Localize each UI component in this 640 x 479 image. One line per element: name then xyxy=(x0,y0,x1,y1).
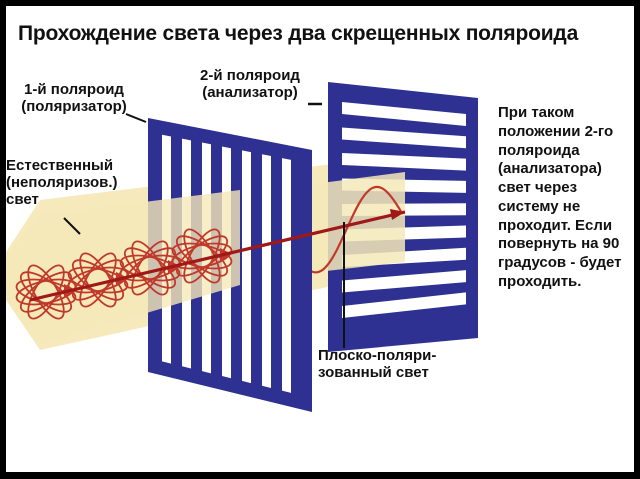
label-line: 1-й поляроид xyxy=(24,81,124,98)
explanation-note: При таком положении 2-го поляроида (анал… xyxy=(498,104,632,292)
polarizer-slit xyxy=(262,154,271,388)
analyzer-slit xyxy=(342,127,466,149)
analyzer-slit xyxy=(342,102,466,126)
label-line: (неполяризов.) xyxy=(6,173,118,191)
label-line: зованный свет xyxy=(318,363,429,381)
label-line: 2-й поляроид xyxy=(200,67,300,84)
label-natural-light: Естественный (неполяризов.) свет xyxy=(6,157,146,208)
diagram-title: Прохождение света через два скрещенных п… xyxy=(18,22,579,45)
note-line: систему не xyxy=(498,197,581,215)
polarizer-slit xyxy=(242,150,251,384)
light-ray xyxy=(29,210,406,302)
note-line: проходить. xyxy=(498,272,582,290)
pointer-polarizer xyxy=(125,113,147,123)
note-line: повернуть на 90 xyxy=(498,235,620,253)
note-line: (анализатора) xyxy=(498,160,602,178)
analyzer-slit xyxy=(342,270,466,293)
polarizer-slit xyxy=(282,158,291,393)
ray-arrowhead xyxy=(390,209,405,220)
pointer-natural xyxy=(63,217,81,235)
note-line: положении 2-го xyxy=(498,122,614,140)
analyzer-slit xyxy=(342,153,466,171)
analyzer-slit xyxy=(342,292,466,318)
label-line: свет xyxy=(6,190,39,208)
label-plane-polarized-light: Плоско-поляри- зованный свет xyxy=(318,347,468,382)
note-line: проходит. Если xyxy=(498,216,613,234)
label-polarizer: 1-й поляроид (поляризатор) xyxy=(14,81,134,116)
label-line: Плоско-поляри- xyxy=(318,347,437,364)
note-line: градусов - будет xyxy=(498,254,622,271)
label-line: Естественный xyxy=(6,157,114,174)
note-line: свет через xyxy=(498,179,578,196)
label-line: (поляризатор) xyxy=(21,97,127,115)
label-line: (анализатор) xyxy=(202,83,298,101)
note-line: поляроида xyxy=(498,141,580,159)
label-analyzer: 2-й поляроид (анализатор) xyxy=(194,67,306,102)
note-line: При таком xyxy=(498,104,575,121)
